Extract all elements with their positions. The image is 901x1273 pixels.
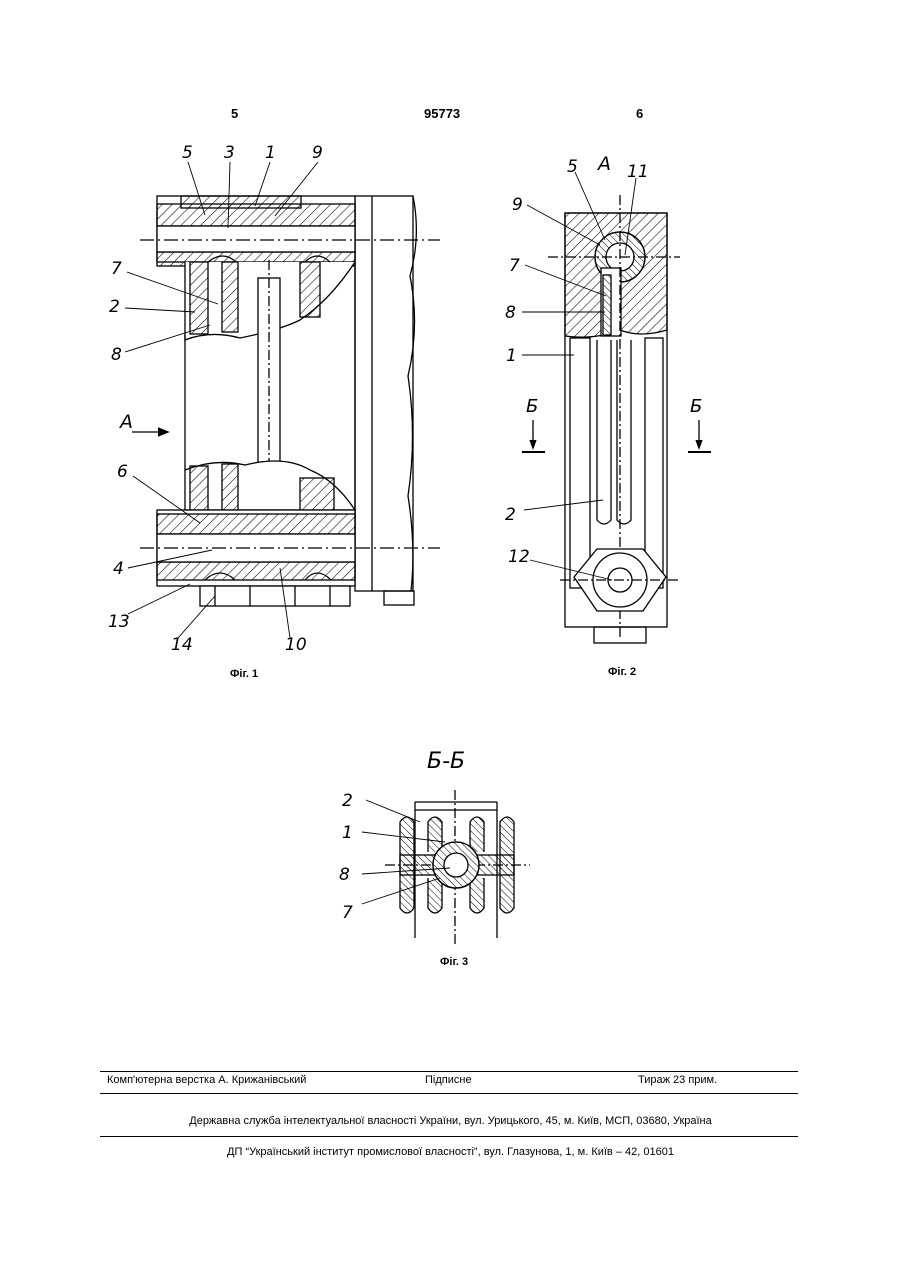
fig2-callout-11: 11	[627, 162, 649, 182]
footer-rule-bottom	[100, 1136, 798, 1137]
fig2-section-mark-left: Б	[526, 396, 538, 417]
fig1-callout-4: 4	[113, 559, 124, 579]
fig1-callout-14: 14	[171, 635, 193, 655]
footer-rule-middle	[100, 1093, 798, 1094]
fig1-callout-6: 6	[117, 462, 128, 482]
footer-signed: Підписне	[425, 1074, 472, 1086]
fig3-callout-2: 2	[342, 791, 353, 811]
fig2-callout-7: 7	[509, 256, 520, 276]
figure-2-drawing	[522, 172, 711, 643]
footer-institute-address: ДП “Український інститут промислової вла…	[0, 1146, 901, 1158]
fig3-section-title: Б-Б	[427, 749, 465, 774]
fig3-callout-8: 8	[339, 865, 350, 885]
fig1-callout-1: 1	[265, 143, 276, 163]
figure-3-drawing	[362, 790, 530, 945]
fig1-callout-2: 2	[109, 297, 120, 317]
fig1-callout-8: 8	[111, 345, 122, 365]
fig1-callout-9: 9	[312, 143, 323, 163]
fig1-callout-7: 7	[111, 259, 122, 279]
fig2-section-mark-right: Б	[690, 396, 702, 417]
fig1-callout-5: 5	[182, 143, 193, 163]
fig1-view-arrow-label: А	[118, 411, 133, 433]
figure-1-drawing	[125, 162, 440, 638]
fig2-callout-12: 12	[508, 547, 530, 567]
fig1-caption: Фіг. 1	[230, 668, 258, 680]
fig2-callout-2: 2	[505, 505, 516, 525]
fig2-view-label: А	[596, 153, 611, 175]
fig3-caption: Фіг. 3	[440, 956, 468, 968]
fig1-callout-13: 13	[108, 612, 130, 632]
fig2-callout-9: 9	[512, 195, 523, 215]
fig2-callout-8: 8	[505, 303, 516, 323]
footer-typesetter: Комп'ютерна верстка А. Крижанівський	[107, 1074, 306, 1086]
footer-print-run: Тираж 23 прим.	[638, 1074, 717, 1086]
fig1-callout-10: 10	[285, 635, 307, 655]
fig2-callout-1: 1	[506, 346, 517, 366]
footer-office-address: Державна служба інтелектуальної власност…	[0, 1115, 901, 1127]
fig2-caption: Фіг. 2	[608, 666, 636, 678]
fig1-callout-3: 3	[224, 143, 235, 163]
fig3-callout-7: 7	[342, 903, 353, 923]
fig3-callout-1: 1	[342, 823, 353, 843]
footer-rule-top	[100, 1071, 798, 1072]
fig2-callout-5: 5	[567, 157, 578, 177]
